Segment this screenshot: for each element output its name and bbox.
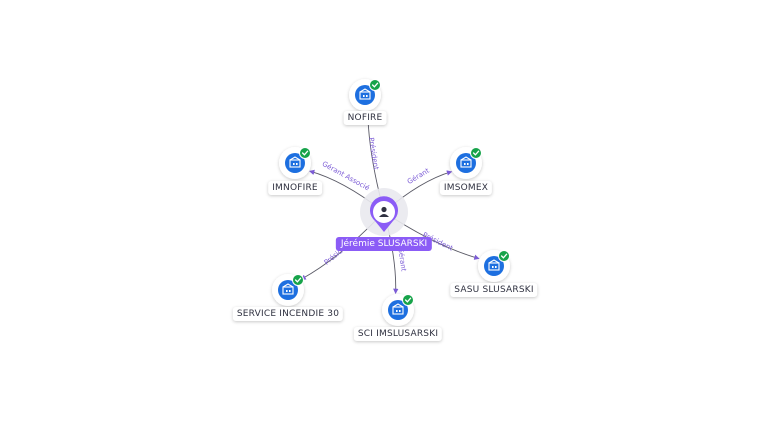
building-icon <box>355 85 375 105</box>
person-node[interactable] <box>360 188 408 236</box>
company-node[interactable] <box>450 147 482 179</box>
company-name-label[interactable]: SERVICE INCENDIE 30 <box>232 307 344 321</box>
relation-label: Gérant Associé <box>321 160 371 192</box>
company-name-label[interactable]: SCI IMSLUSARSKI <box>353 327 443 341</box>
building-icon <box>456 153 476 173</box>
verified-check-icon <box>470 147 482 159</box>
company-node[interactable] <box>382 294 414 326</box>
relation-label: Gérant <box>396 247 407 272</box>
building-icon <box>388 300 408 320</box>
building-icon <box>285 153 305 173</box>
relation-label: Président <box>367 137 380 171</box>
person-name-label[interactable]: Jérémie SLUSARSKI <box>335 237 433 251</box>
company-name-label[interactable]: IMSOMEX <box>439 181 493 195</box>
company-node[interactable] <box>349 79 381 111</box>
building-icon <box>278 280 298 300</box>
user-icon <box>379 206 389 217</box>
verified-check-icon <box>402 294 414 306</box>
verified-check-icon <box>299 147 311 159</box>
verified-check-icon <box>498 250 510 262</box>
verified-check-icon <box>369 79 381 91</box>
building-icon <box>484 256 504 276</box>
company-name-label[interactable]: NOFIRE <box>343 111 387 125</box>
company-node[interactable] <box>478 250 510 282</box>
company-node[interactable] <box>279 147 311 179</box>
verified-check-icon <box>292 274 304 286</box>
relation-label: Gérant <box>406 167 431 186</box>
company-name-label[interactable]: SASU SLUSARSKI <box>450 283 538 297</box>
company-node[interactable] <box>272 274 304 306</box>
company-name-label[interactable]: IMNOFIRE <box>268 181 322 195</box>
